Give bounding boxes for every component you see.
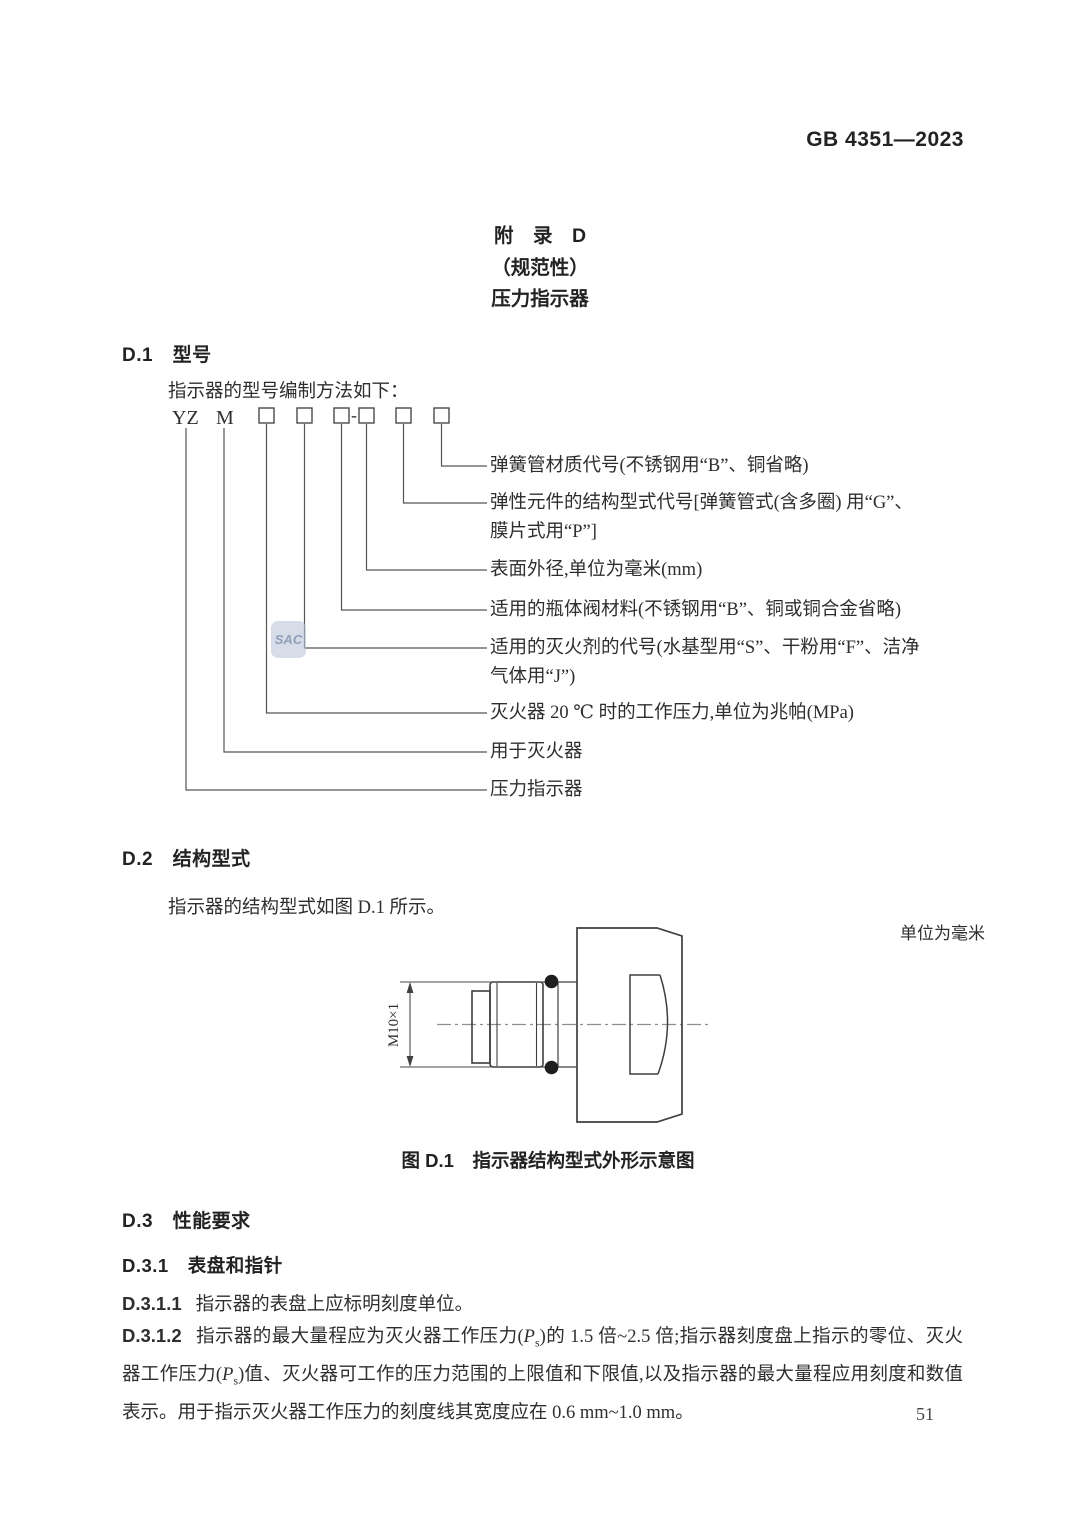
pressure-symbol: P <box>222 1365 234 1386</box>
code-hyphen: - <box>351 405 357 425</box>
code-box-4 <box>358 407 375 424</box>
section-d3-heading: D.3 性能要求 <box>122 1211 251 1232</box>
clause-d312-text-3: )值、灭火器可工作的压力范围的上限值和下限值,以及指示器的最大量程应用刻度和数值… <box>122 1365 963 1424</box>
appendix-name: 压力指示器 <box>491 288 589 310</box>
code-prefix: YZ <box>172 407 199 429</box>
clause-d312-text-2: )的 1.5 倍~2.5 倍;指示器刻度盘上指示的零位、灭火器工作压力( <box>122 1327 963 1386</box>
gauge-case-outline <box>576 927 683 1123</box>
clause-d312-number: D.3.1.2 <box>122 1325 182 1346</box>
code-box-5 <box>395 407 412 424</box>
dimension-arrowheads <box>406 982 414 1067</box>
sac-watermark: SAC <box>271 621 306 658</box>
section-d1-heading: D.1 型号 <box>122 345 212 366</box>
code-label-valve-material: 适用的瓶体阀材料(不锈钢用“B”、铜或铜合金省略) <box>490 600 902 620</box>
section-d2-heading: D.2 结构型式 <box>122 849 251 870</box>
code-connector-lines <box>185 424 487 791</box>
d1-intro: 指示器的型号编制方法如下： <box>168 382 409 402</box>
figure-unit-note: 单位为毫米 <box>900 924 985 943</box>
code-box-1 <box>258 407 275 424</box>
figure-d1-drawing: M10×1 <box>386 927 708 1123</box>
appendix-subtitle: （规范性） <box>491 256 589 279</box>
thread-dimension-label: M10×1 <box>386 1003 402 1047</box>
clause-d311: D.3.1.1 指示器的表盘上应标明刻度单位。 <box>122 1288 963 1322</box>
figure-d1-caption: 图 D.1 指示器结构型式外形示意图 <box>401 1150 695 1171</box>
code-box-3 <box>333 407 350 424</box>
code-box-6 <box>433 407 450 424</box>
code-label-elastic-element-type: 弹性元件的结构型式代号[弹簧管式(含多圈) 用“G”、 膜片式用“P”] <box>490 493 913 542</box>
code-label-spring-tube-material: 弹簧管材质代号(不锈钢用“B”、铜省略) <box>490 456 809 476</box>
model-code-diagram: YZ M - <box>172 405 487 791</box>
stem-tip <box>471 990 491 1064</box>
page-number: 51 <box>916 1404 934 1424</box>
pressure-symbol-subscript: s <box>233 1373 239 1388</box>
standard-number: GB 4351—2023 <box>806 128 964 151</box>
code-box-2 <box>296 407 313 424</box>
o-ring-top <box>544 974 559 989</box>
appendix-title-block: 附 录 D （规范性） 压力指示器 <box>0 221 1080 316</box>
pressure-symbol: P <box>523 1327 535 1347</box>
section-d31-heading: D.3.1 表盘和指针 <box>122 1255 283 1276</box>
gauge-window <box>629 974 669 1075</box>
code-letter-m: M <box>216 407 234 429</box>
code-label-working-pressure: 灭火器 20 ℃ 时的工作压力,单位为兆帕(MPa) <box>490 703 854 723</box>
code-label-agent-code: 适用的灭火剂的代号(水基型用“S”、干粉用“F”、洁净 气体用“J”) <box>490 638 920 687</box>
d2-intro: 指示器的结构型式如图 D.1 所示。 <box>168 898 445 918</box>
clause-d311-text: 指示器的表盘上应标明刻度单位。 <box>195 1295 474 1315</box>
code-label-face-diameter: 表面外径,单位为毫米(mm) <box>490 560 703 580</box>
threaded-body <box>489 981 544 1068</box>
dimension-lines <box>400 981 558 1068</box>
pressure-symbol-subscript: s <box>534 1335 540 1350</box>
code-label-pressure-indicator: 压力指示器 <box>490 780 583 800</box>
o-ring-bottom <box>544 1060 559 1075</box>
appendix-title: 附 录 D <box>493 225 587 247</box>
code-label-for-extinguisher: 用于灭火器 <box>490 742 583 762</box>
clause-d311-number: D.3.1.1 <box>122 1293 182 1314</box>
clause-d312-text: 指示器的最大量程应为灭火器工作压力( <box>195 1327 524 1347</box>
